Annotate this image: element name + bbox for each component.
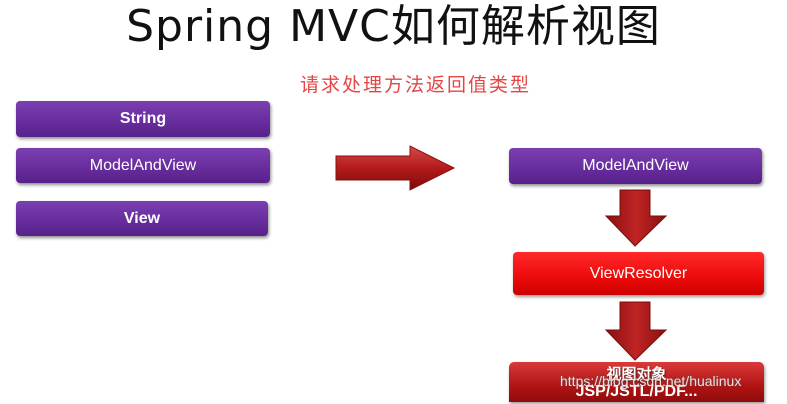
model-and-view-label-left: ModelAndView xyxy=(89,157,197,174)
view-label: View xyxy=(123,210,161,227)
watermark: https://blog.csdn.net/hualinux xyxy=(560,373,742,389)
diagram-subtitle: 请求处理方法返回值类型 xyxy=(300,74,532,96)
view-object-box: 视图对象 JSP/JSTL/PDF... xyxy=(509,362,764,402)
right-arrow-icon xyxy=(335,145,456,191)
view-object-label: 视图对象 xyxy=(606,366,667,383)
page-title: Spring MVC如何解析视图 xyxy=(126,1,661,52)
down-arrow-icon xyxy=(604,189,668,247)
down-arrow-icon xyxy=(604,301,668,361)
view-box: View xyxy=(16,201,268,236)
string-label: String xyxy=(119,110,167,127)
model-and-view-box-right: ModelAndView xyxy=(509,148,762,184)
view-resolver-box: ViewResolver xyxy=(513,252,764,295)
string-box: String xyxy=(16,101,270,137)
view-object-types: JSP/JSTL/PDF... xyxy=(575,383,698,400)
model-and-view-box-left: ModelAndView xyxy=(16,148,270,183)
model-and-view-label-right: ModelAndView xyxy=(582,157,689,174)
view-resolver-label: ViewResolver xyxy=(589,265,688,282)
